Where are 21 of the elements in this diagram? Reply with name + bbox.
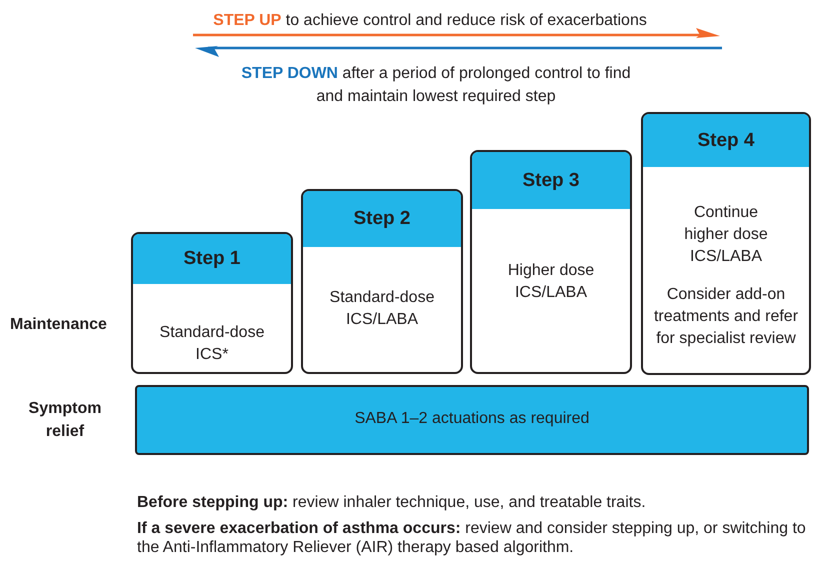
- step-box: [131, 232, 293, 374]
- step-description: Standard-dose ICS/LABA: [328, 288, 436, 330]
- step-description: Standard-dose ICS*: [158, 323, 266, 365]
- step-box: [301, 189, 463, 374]
- step-heading: Step 1: [133, 234, 291, 284]
- relief-bar: [135, 385, 809, 455]
- note: If a severe exacerbation of asthma occurs: review and consider stepping up, or switching to the Anti-Inflammatory Reliever (AIR) therapy based algorithm.: [137, 519, 807, 557]
- step-heading: Step 2: [303, 191, 461, 247]
- step-description: Consider add-on treatments and refer for specialist review: [652, 285, 800, 349]
- step-up-note: STEP UP to achieve control and reduce risk of exacerbations: [212, 11, 648, 31]
- step-box: [470, 150, 632, 374]
- step-description: Higher dose ICS/LABA: [506, 261, 596, 303]
- step-box: [641, 112, 811, 375]
- step-heading: Step 3: [472, 152, 630, 209]
- relief-text: SABA 1–2 actuations as required: [354, 410, 590, 428]
- row-label: Maintenance: [10, 315, 108, 335]
- step-down-note: STEP DOWN after a period of prolonged control to find and maintain lowest required step: [240, 64, 632, 107]
- row-label: Symptom relief: [28, 399, 102, 442]
- note: Before stepping up: review inhaler technique, use, and treatable traits.: [137, 493, 647, 513]
- step-description: Continue higher dose ICS/LABA: [683, 203, 769, 267]
- step-heading: Step 4: [643, 114, 809, 167]
